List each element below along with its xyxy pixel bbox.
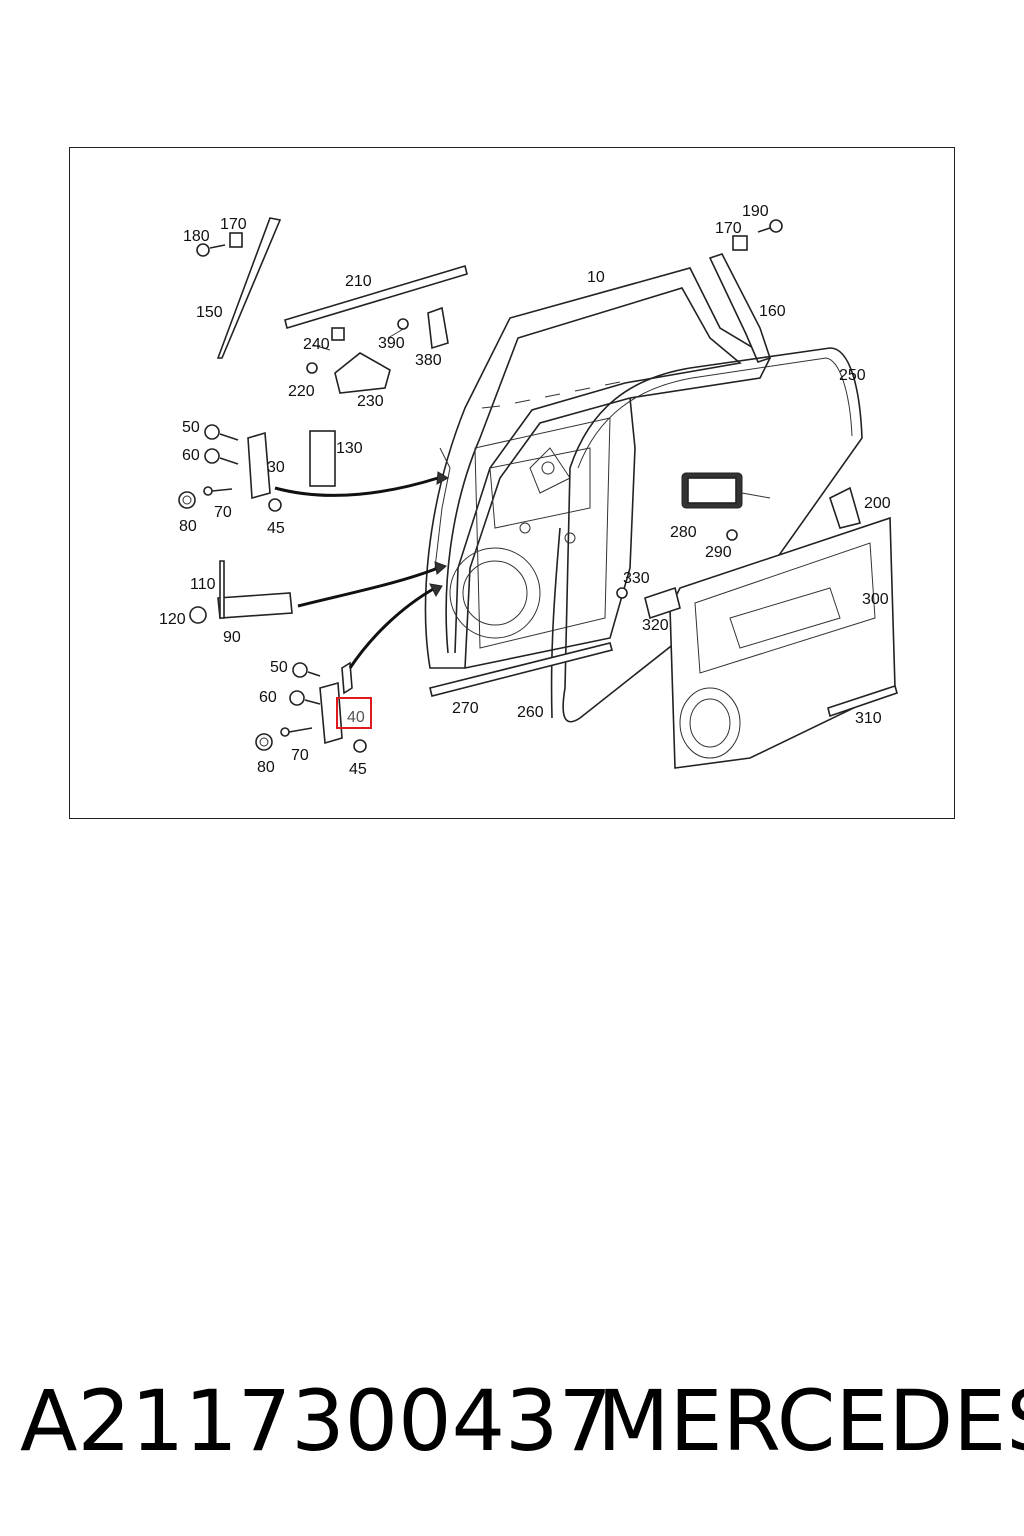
label-80-upper: 80 [179,518,197,535]
label-50-lower: 50 [270,659,288,676]
label-70-upper: 70 [214,504,232,521]
trim-strip-270 [429,642,613,697]
label-80-lower: 80 [257,759,275,776]
label-60-upper: 60 [182,447,200,464]
label-330: 330 [623,570,650,587]
label-230: 230 [357,393,384,410]
label-270: 270 [452,700,479,717]
label-240: 240 [303,336,330,353]
label-280: 280 [670,524,697,541]
rod-310 [827,684,898,718]
label-260: 260 [517,704,544,721]
parts-diagram-frame: 180 170 150 210 10 170 190 160 240 390 3… [69,147,955,819]
label-320: 320 [642,617,669,634]
label-110: 110 [190,576,216,593]
label-170-right: 170 [715,220,742,237]
door-shell [424,267,772,669]
label-50-upper: 50 [182,419,200,436]
label-300: 300 [862,591,889,608]
label-290: 290 [705,544,732,561]
label-130: 130 [336,440,363,457]
pin-110 [219,560,225,619]
label-170-left: 170 [220,216,247,233]
upper-hinge-30 [247,431,271,500]
label-190: 190 [742,203,769,220]
label-250: 250 [839,367,866,384]
door-seal-250 [562,347,863,723]
label-45-upper: 45 [267,520,285,537]
label-70-lower: 70 [291,747,309,764]
lower-hinge-40 [319,681,343,745]
highlight-box-40 [336,697,372,729]
check-strap-90 [217,592,293,619]
label-120: 120 [159,611,186,628]
label-45-lower: 45 [349,761,367,778]
clip-380 [427,306,449,350]
seal-260 [550,527,561,719]
callout-labels: 180 170 150 210 10 170 190 160 240 390 3… [159,203,891,778]
part-number: A2117300437 [20,1372,612,1470]
label-200: 200 [864,495,891,512]
door-trim-panel-300 [669,516,896,769]
brand-name: MERCEDES [597,1372,1024,1470]
label-210: 210 [345,273,372,290]
label-90: 90 [223,629,241,646]
assembly-arrows [274,471,450,669]
window-strip-210 [284,264,468,330]
label-30: 30 [267,459,285,476]
label-150: 150 [196,304,223,321]
label-10: 10 [587,269,605,286]
label-390: 390 [378,335,405,352]
window-channel-160 [708,253,772,363]
label-380: 380 [415,352,442,369]
label-60-lower: 60 [259,689,277,706]
label-160: 160 [759,303,786,320]
speaker-200 [829,486,861,529]
label-40: 40 [347,709,365,726]
label-180: 180 [183,228,210,245]
label-310: 310 [855,710,882,727]
pillar-trim-150 [216,217,282,359]
door-parts-diagram: 180 170 150 210 10 170 190 160 240 390 3… [159,203,898,778]
stop-130 [309,430,336,487]
control-module-280 [681,472,771,509]
bracket-230 [334,352,391,394]
fasteners [178,219,783,753]
label-220: 220 [288,383,315,400]
bracket-320 [644,586,681,620]
